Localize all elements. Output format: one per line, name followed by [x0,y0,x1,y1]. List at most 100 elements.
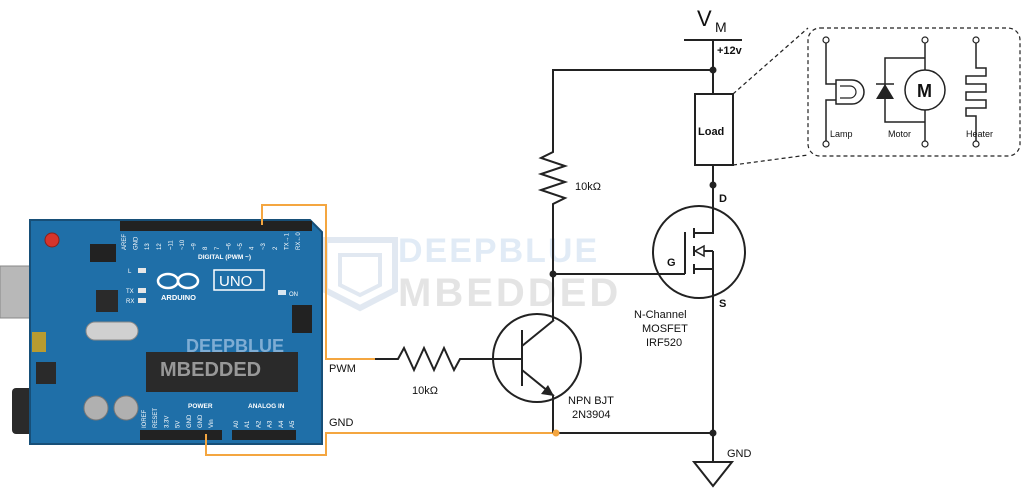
pin-label: IOREF [142,409,148,428]
model-badge [213,269,265,291]
watermark-logo-icon [322,237,398,312]
tx-led [138,288,146,293]
pin-label: ~10 [180,239,186,250]
ground-symbol [691,461,735,488]
pin-label: A3 [268,420,274,428]
pin-label: A0 [234,420,240,428]
mosfet-drain-label: D [719,193,727,205]
pullup-resistor [537,148,569,213]
gnd-wire [205,432,556,456]
capacitor-2 [113,395,139,421]
load-box [694,93,734,166]
pin-label: ~9 [192,242,198,250]
mosfet-source-label: S [719,298,726,310]
pin-label: A1 [245,420,251,428]
watermark-line2: MBEDDED [398,271,621,315]
power-header-label: POWER [188,403,213,410]
crystal [85,321,139,341]
pin-label: 5V [176,421,182,428]
voltage-regulator [36,362,56,384]
mosfet-label-line1: N-Channel [634,309,687,321]
pin-label: RESET [153,408,159,428]
pin-label: A4 [279,420,285,428]
arduino-brand: ARDUINO [161,293,196,302]
pin-label: ~6 [226,242,232,250]
icsp-header-2 [292,305,312,333]
base-resistor-value: 10kΩ [412,385,438,397]
on-led-label: ON [289,292,298,298]
reset-button[interactable] [44,232,60,248]
rx-led [138,298,146,303]
pin-label: Vin [209,419,215,428]
pin-label: GND [198,414,204,428]
npn-bjt [492,313,582,403]
junction-dot [549,270,557,278]
usb-chip [96,290,118,312]
mosfet-gate-label: G [667,257,676,269]
microcontroller-chip [146,352,298,392]
pin-label: AREF [122,234,128,250]
heater-label: Heater [966,129,993,139]
board-watermark-line1: DEEPBLUE [186,336,284,356]
arduino-board: DIGITAL (PWM ~) AREF GND 13 12 ~11 ~10 ~9 8 7 ~6 ~… [0,219,323,445]
pin-label: 8 [203,246,209,250]
pin-label: GND [187,414,193,428]
analog-header-label: ANALOG IN [248,403,285,410]
gnd-label: GND [329,417,354,429]
capacitor-1 [83,395,109,421]
supply-v: V [697,6,712,31]
l-led-label: L [128,269,132,275]
junction-dot [709,429,717,437]
rx-led-label: RX [126,299,134,305]
pin-label: ~11 [168,240,174,250]
pin-label: 12 [157,243,163,250]
motor-label: Motor [888,129,911,139]
arduino-logo-icon [156,272,200,290]
junction-dot [552,429,560,437]
analog-header [232,430,296,440]
junction-dot [709,181,717,189]
analog-pin-labels: A0 A1 A2 A3 A4 A5 [234,420,296,428]
bjt-label-line1: NPN BJT [568,395,614,407]
small-cap [32,332,46,352]
lamp-symbol-icon [822,36,865,148]
callout-line-bottom [732,154,809,166]
mosfet-label-line2: MOSFET [642,323,688,335]
board-watermark: DEEPBLUE MBEDDED [160,336,284,381]
on-led [278,290,286,295]
pin-label: TX→1 [284,232,290,250]
digital-header-label: DIGITAL (PWM ~) [198,254,251,261]
load-label: Load [698,126,724,138]
pin-label: 3.3V [164,416,170,428]
watermark-line1: DEEPBLUE [398,232,599,270]
pin-label: 4 [250,246,256,250]
pin-label: 13 [145,243,151,250]
pin-label: GND [134,236,140,250]
pullup-resistor-value: 10kΩ [575,181,601,193]
pin-label: A5 [290,420,296,428]
l-led [138,268,146,273]
arduino-model: UNO [219,273,252,290]
heater-symbol-icon [965,36,987,148]
n-channel-mosfet [652,205,746,299]
power-header [140,430,222,440]
tx-led-label: TX [126,289,134,295]
pin-label: 2 [273,246,279,250]
supply-m: M [715,19,727,35]
bjt-label-line2: 2N3904 [572,409,611,421]
pwm-label: PWM [329,363,356,375]
base-resistor [375,345,495,373]
power-pin-labels: IOREF RESET 3.3V 5V GND GND Vin [142,408,215,428]
board-body [29,219,323,445]
supply-voltage: +12v [717,45,743,57]
pin-label: ~5 [238,242,244,250]
ground-label: GND [727,448,752,460]
supply-rail-wire [552,69,713,148]
pwm-wire [261,204,375,360]
pin-label: 7 [215,246,221,250]
callout-line-top [732,27,809,95]
pin-label: A2 [256,420,262,428]
digital-header [120,221,312,231]
pin-label: RX←0 [296,232,302,250]
